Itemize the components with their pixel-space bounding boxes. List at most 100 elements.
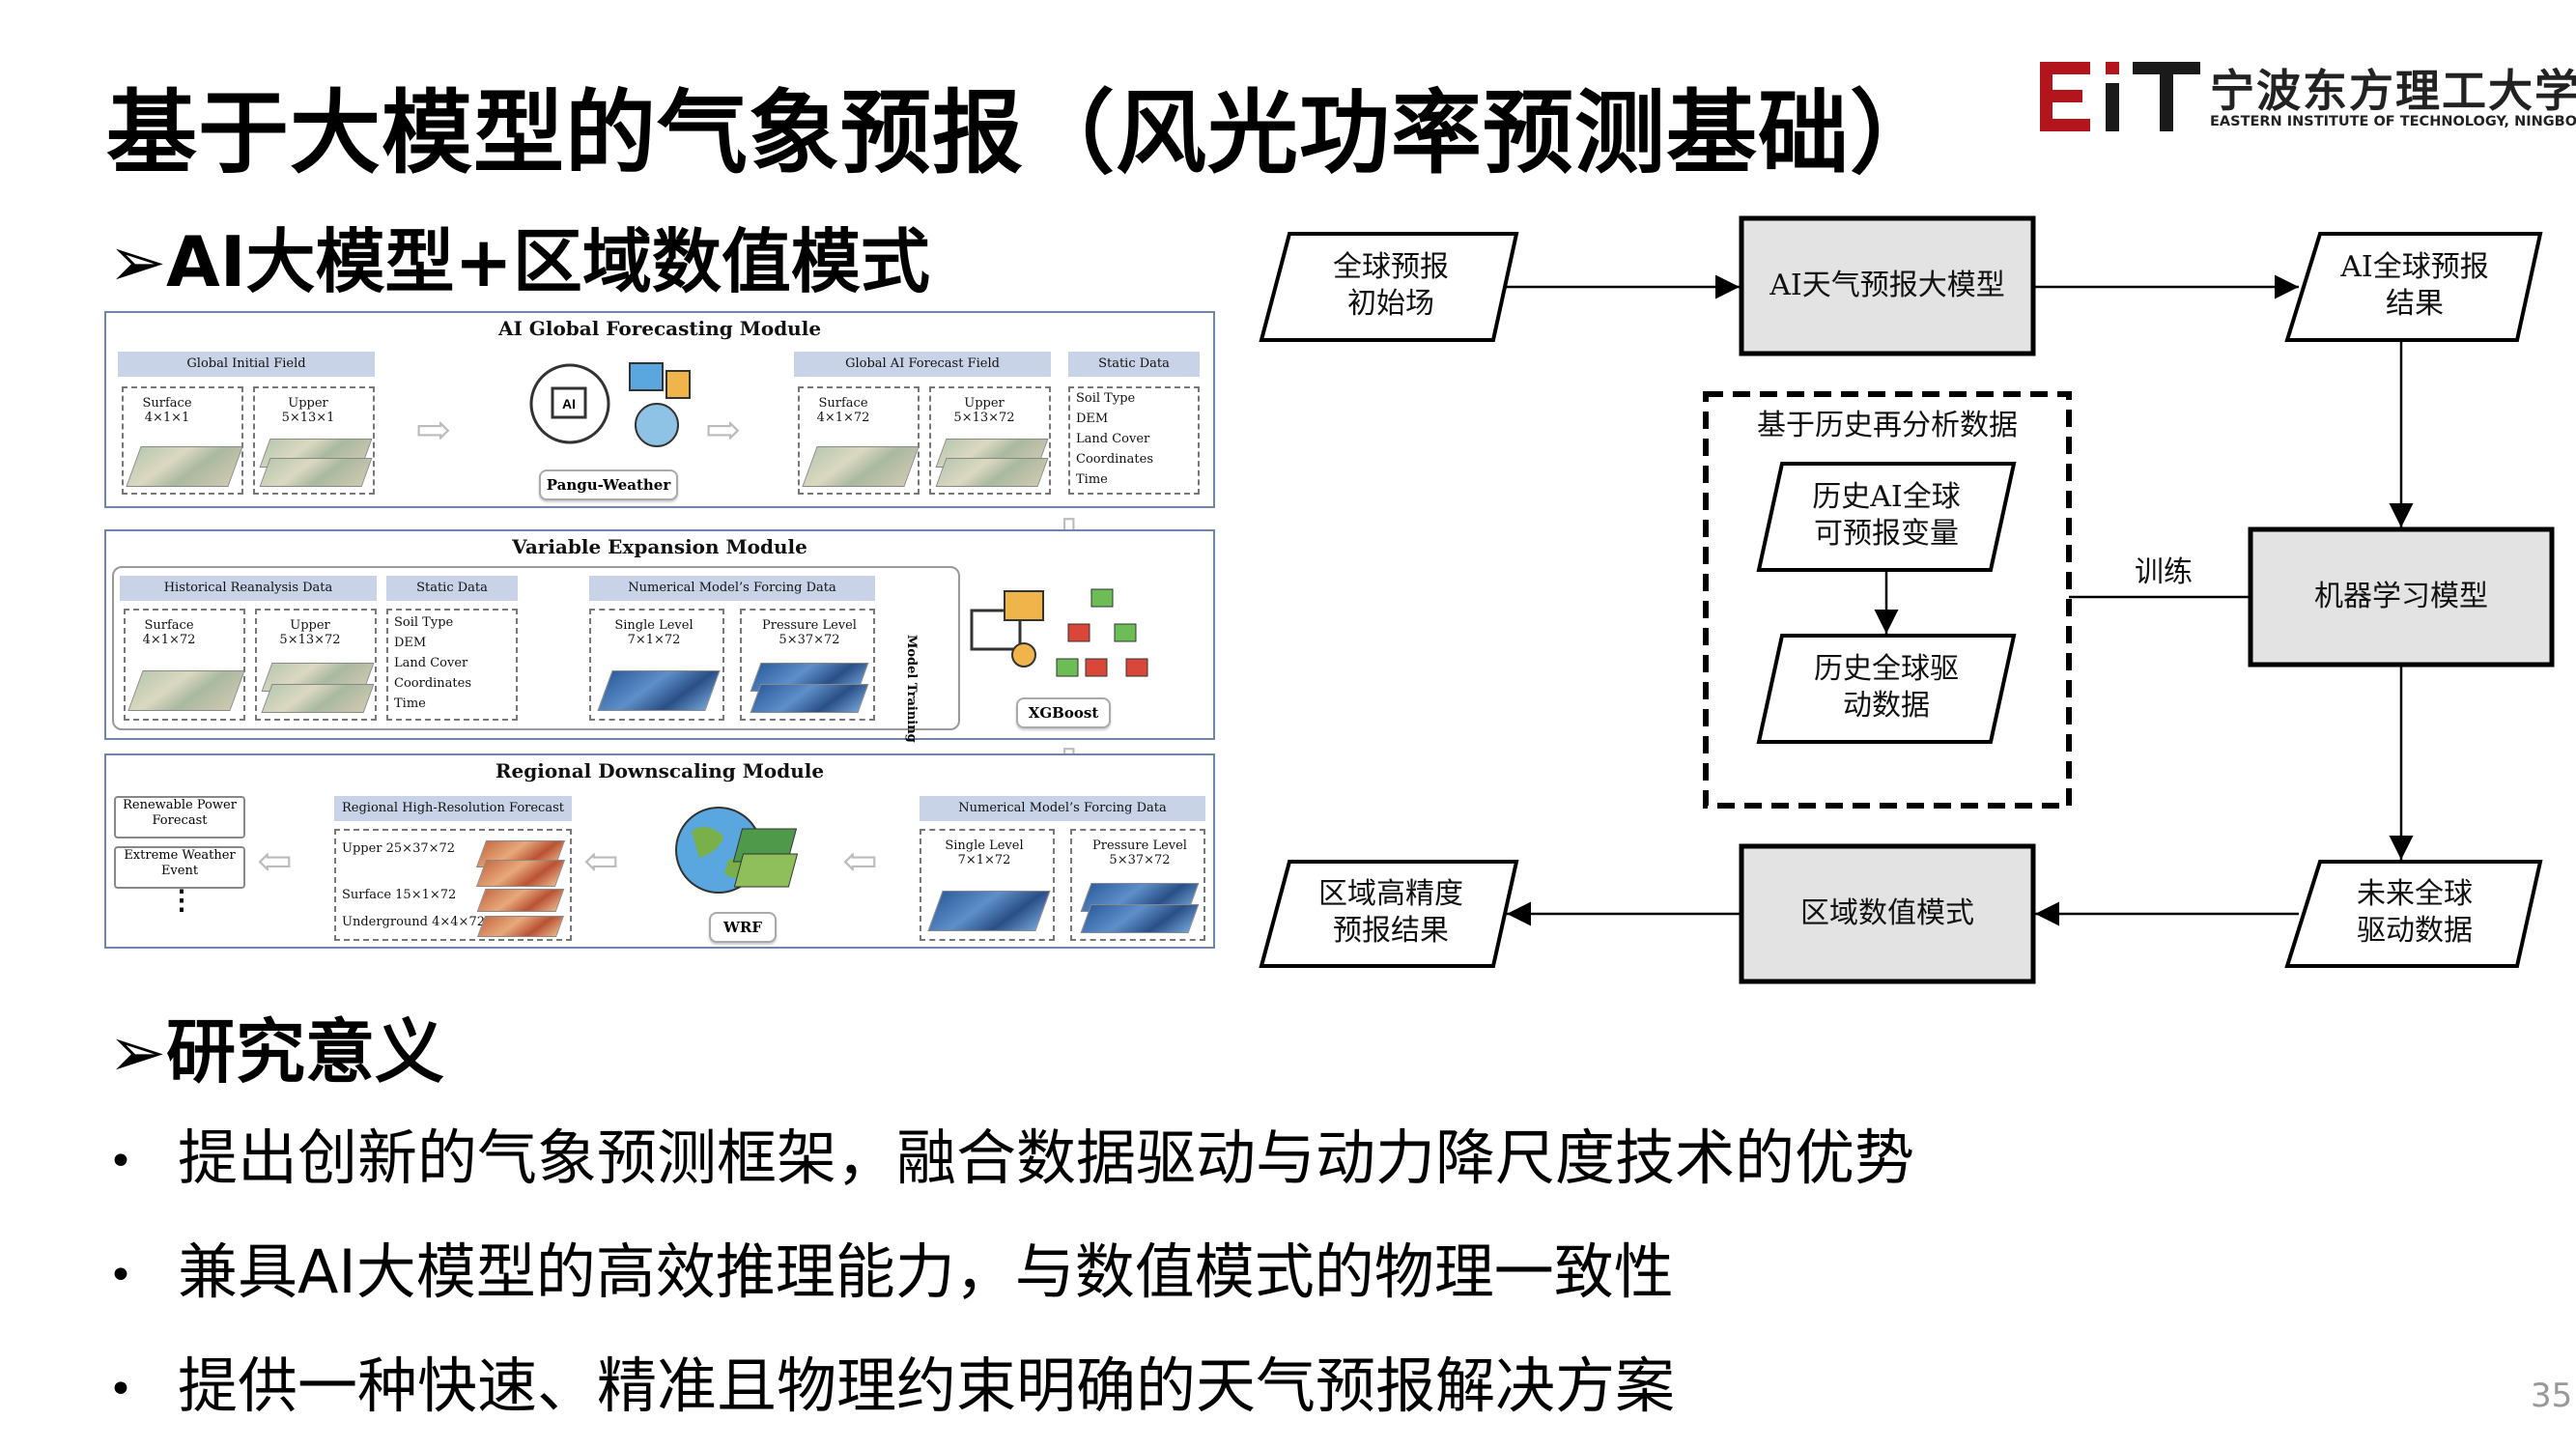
panel-header: Global AI Forecast Field xyxy=(794,352,1051,377)
flow-arrow-icon: ⇨ xyxy=(583,838,619,887)
flowchart-diagram xyxy=(1259,215,2555,984)
logo-english-name: EASTERN INSTITUTE OF TECHNOLOGY, NINGBO xyxy=(2210,114,2576,129)
regional-upper-map xyxy=(475,860,566,887)
ai-model-label: AI天气预报大模型 xyxy=(1769,269,2005,302)
model-training-label: Model Training xyxy=(893,635,919,743)
regional-result-label: 区域高精度 预报结果 xyxy=(1318,877,1463,948)
history-group-box xyxy=(1703,391,2072,809)
panel-header: Static Data xyxy=(1068,352,1200,377)
more-outputs-ellipsis: ⋮ xyxy=(168,884,195,916)
ai-brain-icon: AI xyxy=(529,362,691,447)
single-level-map-image xyxy=(927,891,1051,931)
svg-text:AI: AI xyxy=(562,396,576,412)
renewable-forecast-output: Renewable Power Forecast xyxy=(114,796,245,838)
page-title: 基于大模型的气象预报（风光功率预测基础） xyxy=(106,81,1942,186)
pressure-map-image xyxy=(750,684,869,713)
arrow-bullet-icon: ➢ xyxy=(108,1011,167,1093)
bullet-item: • 兼具AI大模型的高效推理能力，与数值模式的物理一致性 xyxy=(108,1223,1674,1310)
xgboost-icon xyxy=(970,588,1148,677)
pressure-map-image xyxy=(1080,904,1200,933)
module-title: AI Global Forecasting Module xyxy=(497,317,822,340)
variable-expansion-module: Variable Expansion Module Historical Rea… xyxy=(104,529,1215,743)
pangu-weather-label: Pangu-Weather xyxy=(539,469,678,500)
bullet-text: 兼具AI大模型的高效推理能力，与数值模式的物理一致性 xyxy=(178,1236,1674,1307)
logo-chinese-name: 宁波东方理工大学 xyxy=(2210,65,2576,117)
regional-model-node xyxy=(1739,843,2036,984)
panel-header: Numerical Model’s Forcing Data xyxy=(589,576,875,601)
bullet-text: 提供一种快速、精准且物理约束明确的天气预报解决方案 xyxy=(178,1350,1676,1421)
regional-surface-label: Surface 15×1×72 xyxy=(342,888,457,902)
panel-header: Numerical Model’s Forcing Data xyxy=(920,796,1205,821)
history-drive-label: 历史全球驱 动数据 xyxy=(1814,652,1959,723)
flow-arrow-icon: ⇨ xyxy=(415,406,451,455)
upper-map-image xyxy=(259,458,373,487)
flow-arrow-icon: ⇨ xyxy=(705,406,741,455)
module-title: Regional Downscaling Module xyxy=(495,759,825,782)
bullet-item: • 提出创新的气象预测框架，融合数据驱动与动力降尺度技术的优势 xyxy=(108,1109,1914,1196)
train-edge-label: 训练 xyxy=(2135,555,2193,589)
wrf-globe-icon xyxy=(675,807,799,894)
history-drive-node xyxy=(1756,634,2017,744)
module-title: Variable Expansion Module xyxy=(512,535,807,558)
ai-global-forecasting-module: AI Global Forecasting Module Global Init… xyxy=(104,311,1215,508)
regional-forecast-box: Upper 25×37×72 Surface 15×1×72 Undergrou… xyxy=(334,829,572,941)
ai-result-node xyxy=(2284,232,2543,342)
surface-map-image xyxy=(127,670,245,711)
panel-header: Static Data xyxy=(386,576,518,601)
regional-result-node xyxy=(1259,860,1519,968)
surface-map-image xyxy=(126,446,243,487)
bullet-text: 提出创新的气象预测框架，融合数据驱动与动力降尺度技术的优势 xyxy=(178,1122,1915,1193)
xgboost-label: XGBoost xyxy=(1016,697,1111,728)
panel-header: Regional High-Resolution Forecast xyxy=(334,796,572,821)
arrow-bullet-icon: ➢ xyxy=(108,221,167,302)
history-vars-label: 历史AI全球 可预报变量 xyxy=(1812,480,1961,551)
bullet-dot-icon: • xyxy=(108,1137,133,1187)
regional-underground-map xyxy=(476,916,565,937)
regional-model-label: 区域数值模式 xyxy=(1800,896,1974,930)
upper-map-image xyxy=(935,458,1049,487)
upper-map-image xyxy=(261,684,375,713)
panel-header: Global Initial Field xyxy=(118,352,375,377)
flowchart-labels: 全球预报 初始场 AI天气预报大模型 AI全球预报 结果 基于历史再分析数据 历… xyxy=(1246,203,2569,1005)
ml-model-node xyxy=(2248,526,2555,668)
regional-surface-map xyxy=(476,889,565,912)
future-drive-node xyxy=(2284,860,2543,968)
section-heading-text: 研究意义 xyxy=(166,1011,445,1093)
ai-result-label: AI全球预报 结果 xyxy=(2340,250,2489,321)
future-drive-label: 未来全球 驱动数据 xyxy=(2357,877,2473,948)
bullet-item: • 提供一种快速、精准且物理约束明确的天气预报解决方案 xyxy=(108,1337,1675,1424)
flow-arrow-icon: ⇨ xyxy=(842,838,878,887)
section-heading-significance: ➢研究意义 xyxy=(108,995,444,1096)
bullet-dot-icon: • xyxy=(108,1365,133,1415)
global-init-label: 全球预报 初始场 xyxy=(1333,250,1449,321)
wrf-label: WRF xyxy=(709,912,777,943)
section-heading-text: AI大模型+区域数值模式 xyxy=(166,221,930,302)
bullet-dot-icon: • xyxy=(108,1251,133,1301)
history-group-label: 基于历史再分析数据 xyxy=(1757,409,2018,442)
regional-underground-label: Underground 4×4×72 xyxy=(342,915,485,929)
flow-arrow-icon: ⇨ xyxy=(257,838,293,887)
ml-model-label: 机器学习模型 xyxy=(2314,580,2488,613)
